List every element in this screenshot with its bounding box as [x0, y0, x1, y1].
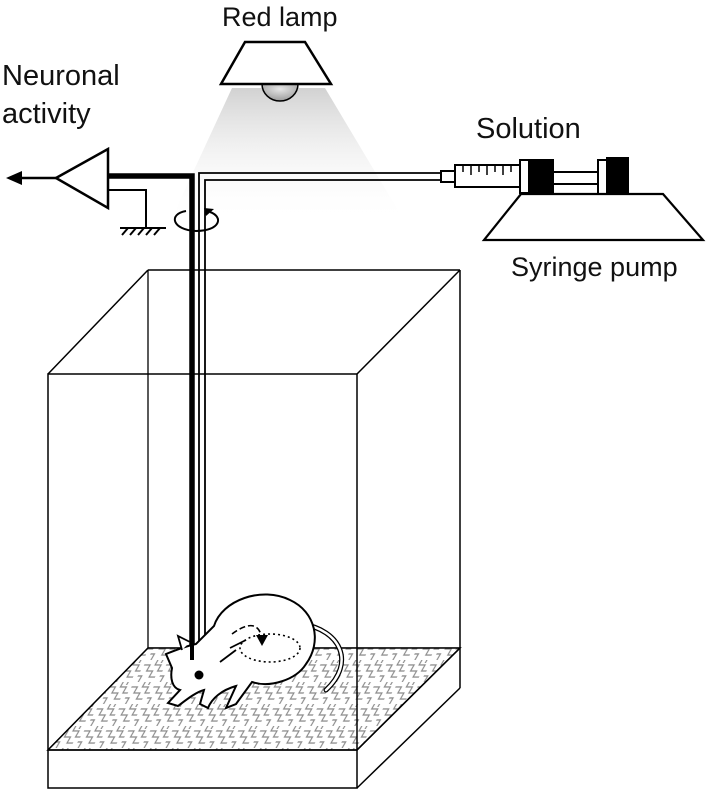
neuronal-activity-label-line2: activity [2, 98, 91, 130]
solution-label: Solution [476, 113, 581, 145]
light-cone [170, 88, 405, 222]
neuronal-activity-label-line1: Neuronal [2, 60, 120, 92]
cage-front-edges [47, 269, 461, 789]
electrode-cable [108, 173, 195, 645]
ground-icon [108, 189, 166, 236]
swivel-icon [173, 208, 220, 233]
amplifier-icon [6, 146, 110, 211]
syringe-pump-label: Syringe pump [511, 252, 678, 282]
syringe-pump-base [481, 192, 706, 242]
infusion-tubing [198, 172, 441, 648]
rat-icon [164, 593, 345, 710]
syringe-icon [440, 157, 629, 195]
red-lamp-label: Red lamp [222, 2, 338, 32]
red-lamp-icon [218, 40, 334, 102]
